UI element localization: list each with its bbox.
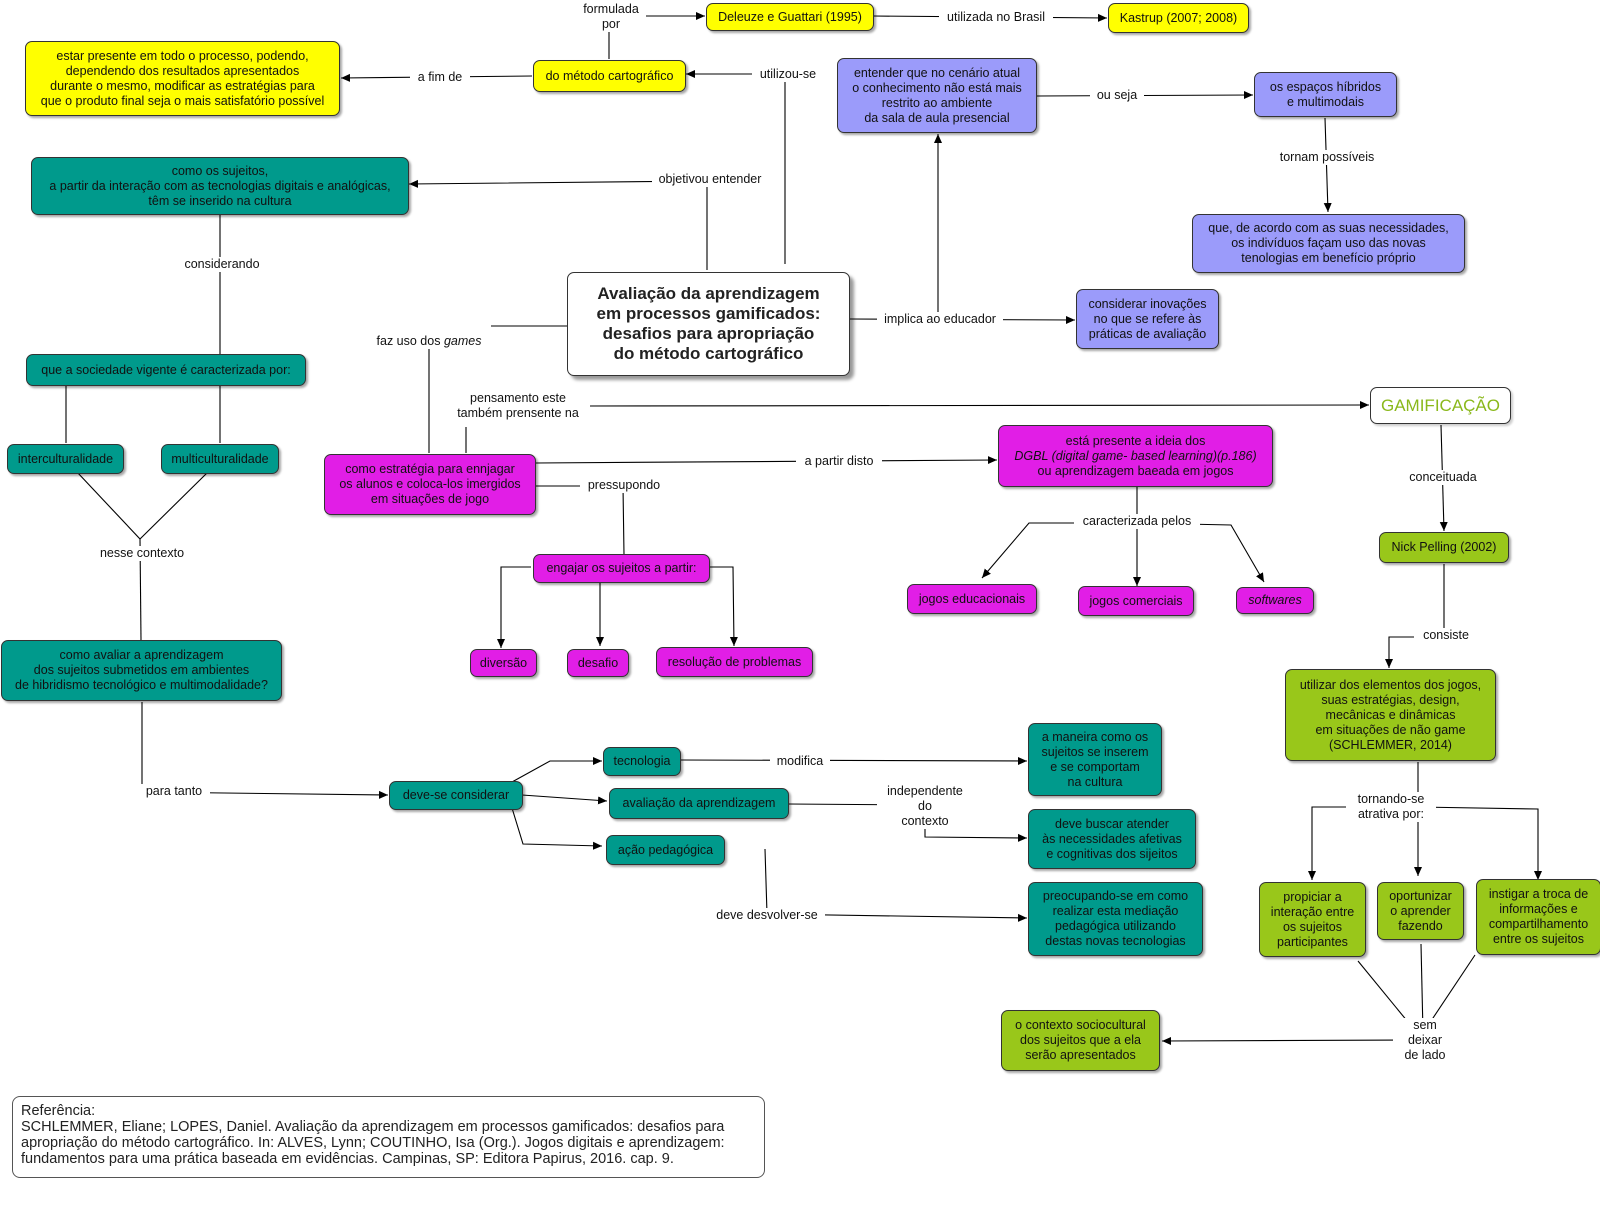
label-ou-seja: ou seja (1090, 88, 1144, 103)
node-jogos-comerciais: jogos comerciais (1078, 586, 1194, 616)
node-desafio: desafio (567, 649, 629, 677)
node-como-avaliar: como avaliar a aprendizagem dos sujeitos… (1, 640, 282, 701)
label-considerando: considerando (178, 257, 266, 272)
label-games-text: games (443, 334, 482, 348)
node-espacos-hibridos: os espaços híbridos e multimodais (1254, 72, 1397, 117)
label-modifica: modifica (770, 754, 830, 769)
node-jogos-educacionais: jogos educacionais (907, 584, 1037, 614)
label-implica-educador: implica ao educador (877, 312, 1003, 327)
node-interculturalidade: interculturalidade (7, 444, 124, 474)
node-individuos: que, de acordo com as suas necessidades,… (1192, 214, 1465, 273)
node-buscar-atender: deve buscar atender às necessidades afet… (1028, 809, 1196, 869)
label-formulada-por: formulada por (576, 2, 646, 32)
dgbl-line-2: DGBL (digital game- based learning)(p.18… (1014, 448, 1257, 463)
node-entender-cenario: entender que no cenário atual o conhecim… (837, 58, 1037, 133)
dgbl-line-1: está presente a ideia dos (1065, 433, 1206, 448)
node-kastrup: Kastrup (2007; 2008) (1108, 3, 1249, 33)
node-sociedade-vigente: que a sociedade vigente é caracterizada … (26, 354, 306, 386)
node-engajar-sujeitos: engajar os sujeitos a partir: (533, 554, 710, 583)
node-deve-se-considerar: deve-se considerar (389, 781, 523, 810)
label-para-tanto: para tanto (138, 784, 210, 799)
label-conceituada: conceituada (1401, 470, 1485, 485)
label-faz-uso-games: faz uso dos games (367, 319, 491, 349)
label-a-partir-disto: a partir disto (796, 454, 882, 469)
node-diversao: diversão (470, 649, 537, 677)
node-resolucao-problemas: resolução de problemas (656, 647, 813, 677)
node-multiculturalidade: multiculturalidade (161, 444, 279, 474)
label-pensamento-este: pensamento este também prensente na (446, 391, 590, 421)
node-instigar: instigar a troca de informações e compar… (1476, 879, 1600, 955)
label-pressupondo: pressupondo (580, 478, 668, 493)
label-utilizou-se: utilizou-se (752, 67, 824, 82)
label-objetivou-entender: objetivou entender (652, 172, 768, 187)
reference-heading: Referência: (21, 1103, 96, 1119)
node-acao-pedagogica: ação pedagógica (606, 835, 725, 865)
node-oportunizar: oportunizar o aprender fazendo (1377, 882, 1464, 940)
label-consiste: consiste (1414, 628, 1478, 643)
label-nesse-contexto: nesse contexto (91, 546, 193, 561)
node-considerar-inovacoes: considerar inovações no que se refere às… (1076, 289, 1219, 349)
label-caracterizada-pelos: caracterizada pelos (1074, 514, 1200, 529)
node-avaliacao-aprendizagem: avaliação da aprendizagem (609, 788, 789, 819)
node-utilizar-elementos: utilizar dos elementos dos jogos, suas e… (1285, 669, 1496, 761)
label-independente-contexto: independente do contexto (877, 784, 973, 829)
label-sem-deixar-de-lado: sem deixar de lado (1393, 1018, 1457, 1063)
node-main-title: Avaliação da aprendizagem em processos g… (567, 272, 850, 376)
node-propiciar: propiciar a interação entre os sujeitos … (1259, 882, 1366, 957)
node-nick-pelling: Nick Pelling (2002) (1379, 532, 1509, 563)
node-contexto-sociocultural: o contexto sociocultural dos sujeitos qu… (1001, 1010, 1160, 1071)
node-tecnologia: tecnologia (603, 747, 681, 776)
label-deve-desenvolver-se: deve desvolver-se (709, 908, 825, 923)
label-a-fim-de: a fim de (410, 70, 470, 85)
node-estrategia-engajar: como estratégia para ennjagar os alunos … (324, 454, 536, 515)
dgbl-line-3: ou aprendizagem baeada em jogos (1037, 463, 1234, 478)
reference-text: SCHLEMMER, Eliane; LOPES, Daniel. Avalia… (21, 1119, 725, 1167)
node-metodo-cartografico: do método cartográfico (533, 60, 686, 92)
label-tornando-se: tornando-se atrativa por: (1346, 792, 1436, 822)
label-tornam-possiveis: tornam possíveis (1271, 150, 1383, 165)
node-estar-presente: estar presente em todo o processo, poden… (25, 41, 340, 116)
node-dgbl: está presente a ideia dos DGBL (digital … (998, 425, 1273, 487)
node-maneira-sujeitos: a maneira como os sujeitos se inserem e … (1028, 723, 1162, 796)
node-preocupando: preocupando-se em como realizar esta med… (1028, 882, 1203, 956)
node-softwares: softwares (1236, 587, 1314, 614)
reference-box: Referência: SCHLEMMER, Eliane; LOPES, Da… (12, 1096, 765, 1178)
node-como-sujeitos: como os sujeitos, a partir da interação … (31, 157, 409, 215)
label-faz-uso-text: faz uso dos (376, 334, 444, 348)
label-utilizada-brasil: utilizada no Brasil (939, 10, 1053, 25)
node-gamificacao: GAMIFICAÇÃO (1370, 387, 1511, 424)
node-deleuze-guattari: Deleuze e Guattari (1995) (706, 3, 874, 31)
